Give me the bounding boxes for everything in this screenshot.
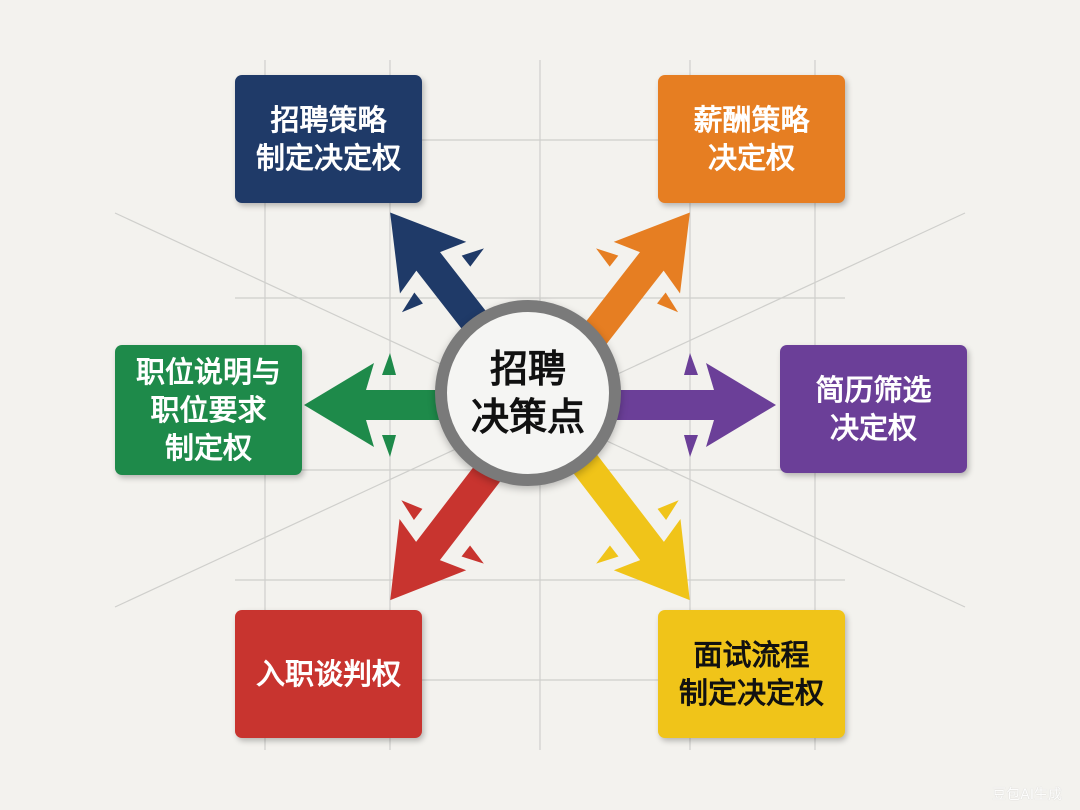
arrow-accent-icon	[657, 500, 679, 521]
node-onboarding-negotiation: 入职谈判权	[235, 610, 422, 738]
node-job-description: 职位说明与 职位要求 制定权	[115, 345, 302, 475]
arrow-accent-icon	[401, 292, 423, 313]
arrow-job-description	[304, 353, 540, 457]
arrow-accent-icon	[382, 435, 396, 457]
arrow-accent-icon	[657, 292, 679, 313]
arrow-accent-icon	[401, 500, 423, 521]
arrow-accent-icon	[684, 353, 698, 375]
arrow-accent-icon	[461, 248, 484, 267]
node-recruit-strategy: 招聘策略 制定决定权	[235, 75, 422, 203]
arrow-accent-icon	[382, 353, 396, 375]
arrow-accent-icon	[461, 545, 484, 564]
arrow-accent-icon	[596, 545, 619, 564]
center-hub: 招聘 决策点	[435, 300, 621, 486]
node-interview-process: 面试流程 制定决定权	[658, 610, 845, 738]
arrow-resume-screening	[540, 353, 776, 457]
node-resume-screening: 简历筛选 决定权	[780, 345, 967, 473]
arrow-accent-icon	[596, 248, 619, 267]
arrow-accent-icon	[684, 435, 698, 457]
watermark: 豆包AI生成	[992, 787, 1062, 803]
node-salary-strategy: 薪酬策略 决定权	[658, 75, 845, 203]
